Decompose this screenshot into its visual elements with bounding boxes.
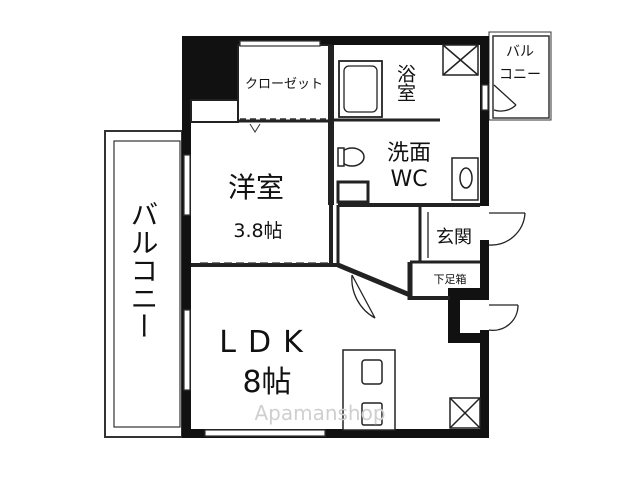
western-room-size: 3.8帖	[233, 220, 282, 242]
ldk-door	[351, 274, 376, 319]
bathtub	[338, 60, 383, 118]
toilet-icon	[337, 147, 365, 167]
entrance-label: 玄関	[436, 227, 472, 248]
bath-label: 浴室	[394, 64, 416, 102]
kitchen-sink	[342, 349, 396, 431]
shoe-box-label: 下足箱	[434, 272, 467, 286]
washroom-label: 洗面	[387, 141, 431, 166]
balcony-main	[104, 130, 183, 438]
windows	[183, 40, 489, 437]
western-room-label: 洋室	[228, 171, 284, 204]
outer-walls	[182, 36, 489, 438]
balcony-main-label: バルコニー	[127, 200, 160, 340]
balcony-small-label-1: バル	[506, 44, 534, 60]
closet-label: クローゼット	[245, 77, 323, 92]
ldk-size: 8帖	[242, 365, 291, 400]
vent-icon	[442, 44, 479, 76]
closet-doors	[200, 118, 330, 264]
wc-label: WC	[390, 167, 427, 192]
bath-label-group: 浴室	[394, 64, 416, 102]
balcony-small-label-2: コニー	[499, 67, 541, 83]
wash-basin-icon	[451, 157, 479, 201]
doors	[351, 84, 526, 331]
watermark: Apamanshop	[254, 401, 385, 425]
fridge-space-icon	[449, 397, 481, 429]
interior-walls	[190, 44, 480, 300]
ldk-label: LDK	[219, 325, 315, 360]
